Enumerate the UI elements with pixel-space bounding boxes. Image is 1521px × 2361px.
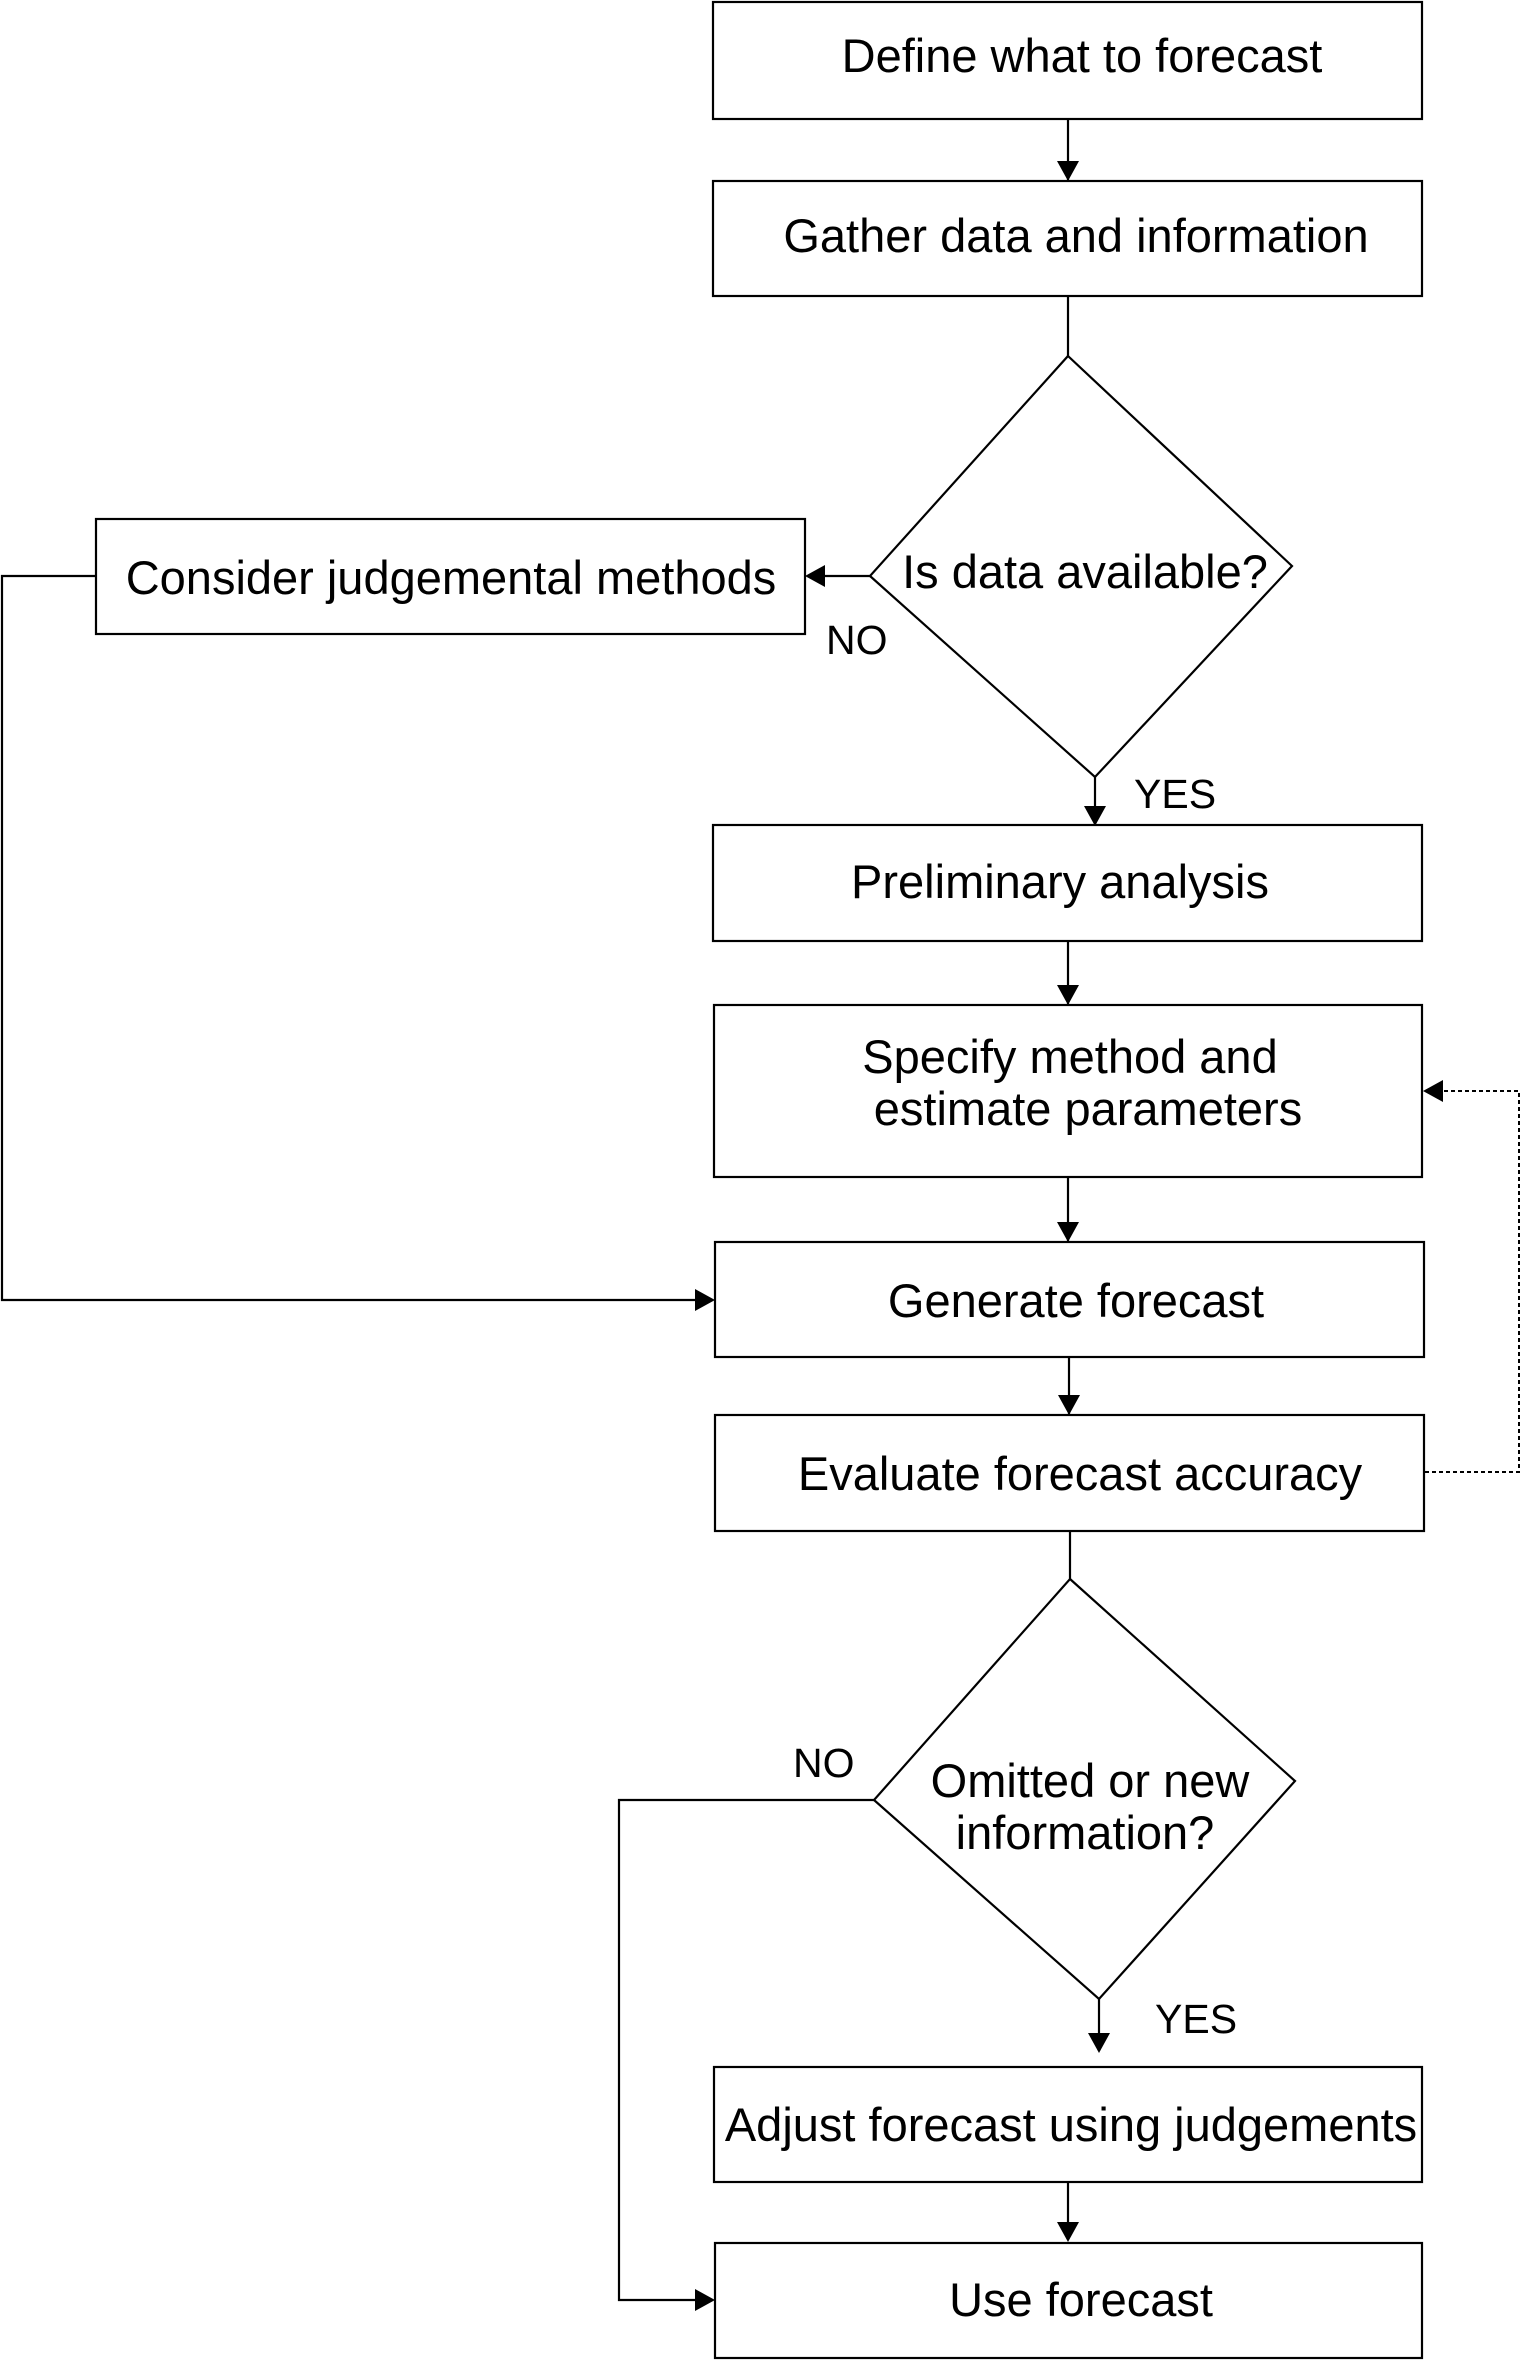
- node-consider-judgemental-methods: Consider judgemental methods: [94, 517, 807, 636]
- node-label: Adjust forecast using judgements: [725, 2098, 1417, 2151]
- arrowhead-decision-to-preliminary: [1084, 806, 1106, 826]
- node-adjust-forecast-using-judgements: Adjust forecast using judgements: [712, 2065, 1424, 2184]
- decision-is-data-available: Is data available?: [868, 354, 1294, 779]
- node-label: Generate forecast: [888, 1274, 1264, 1327]
- node-generate-forecast: Generate forecast: [713, 1240, 1426, 1359]
- decision-label: Omitted or new: [931, 1754, 1251, 1807]
- arrowhead-feedback-to-specify: [1423, 1080, 1443, 1102]
- edges: [0, 119, 1520, 2311]
- node-label: Specify method and: [862, 1030, 1277, 1083]
- arrowhead-adjust-to-use: [1057, 2222, 1079, 2242]
- arrowhead-decision-to-adjust: [1088, 2033, 1110, 2053]
- decision-label: information?: [956, 1806, 1215, 1859]
- edge-label-omitted-yes: YES: [1155, 1996, 1237, 2042]
- arrowhead-generate-to-evaluate: [1058, 1395, 1080, 1415]
- node-evaluate-forecast-accuracy: Evaluate forecast accuracy: [713, 1413, 1426, 1533]
- edge-evaluate-feedback-to-specify: [1425, 1090, 1520, 1473]
- node-preliminary-analysis: Preliminary analysis: [711, 823, 1424, 943]
- edge-decision-no-to-use: [617, 1798, 874, 2302]
- arrowhead-decision-to-judgemental: [805, 565, 825, 587]
- arrowhead-specify-to-generate: [1057, 1222, 1079, 1242]
- edge-label-data-yes: YES: [1134, 771, 1216, 817]
- node-label: Define what to forecast: [842, 29, 1323, 82]
- node-label: Gather data and information: [783, 209, 1368, 262]
- edge-label-data-no: NO: [826, 617, 888, 663]
- edge-label-omitted-no: NO: [793, 1740, 855, 1786]
- arrowhead-judgemental-to-generate: [695, 1289, 715, 1311]
- arrowhead-decision-to-use: [695, 2289, 715, 2311]
- arrowhead-define-to-gather: [1057, 161, 1079, 181]
- decision-label: Is data available?: [902, 545, 1268, 598]
- node-label: Evaluate forecast accuracy: [798, 1447, 1363, 1500]
- node-specify-method-and-estimate-parameters: Specify method and estimate parameters: [712, 1003, 1424, 1179]
- node-label: Preliminary analysis: [851, 855, 1269, 908]
- node-use-forecast: Use forecast: [713, 2241, 1424, 2360]
- decision-omitted-or-new-information: Omitted or new information?: [872, 1577, 1297, 2001]
- node-label: Consider judgemental methods: [126, 551, 777, 604]
- node-label: estimate parameters: [874, 1082, 1302, 1135]
- arrowhead-preliminary-to-specify: [1057, 985, 1079, 1005]
- node-gather-data-and-information: Gather data and information: [711, 179, 1424, 298]
- edge-judgemental-to-generate: [0, 574, 697, 1302]
- node-define-what-to-forecast: Define what to forecast: [711, 0, 1424, 121]
- node-label: Use forecast: [949, 2273, 1213, 2326]
